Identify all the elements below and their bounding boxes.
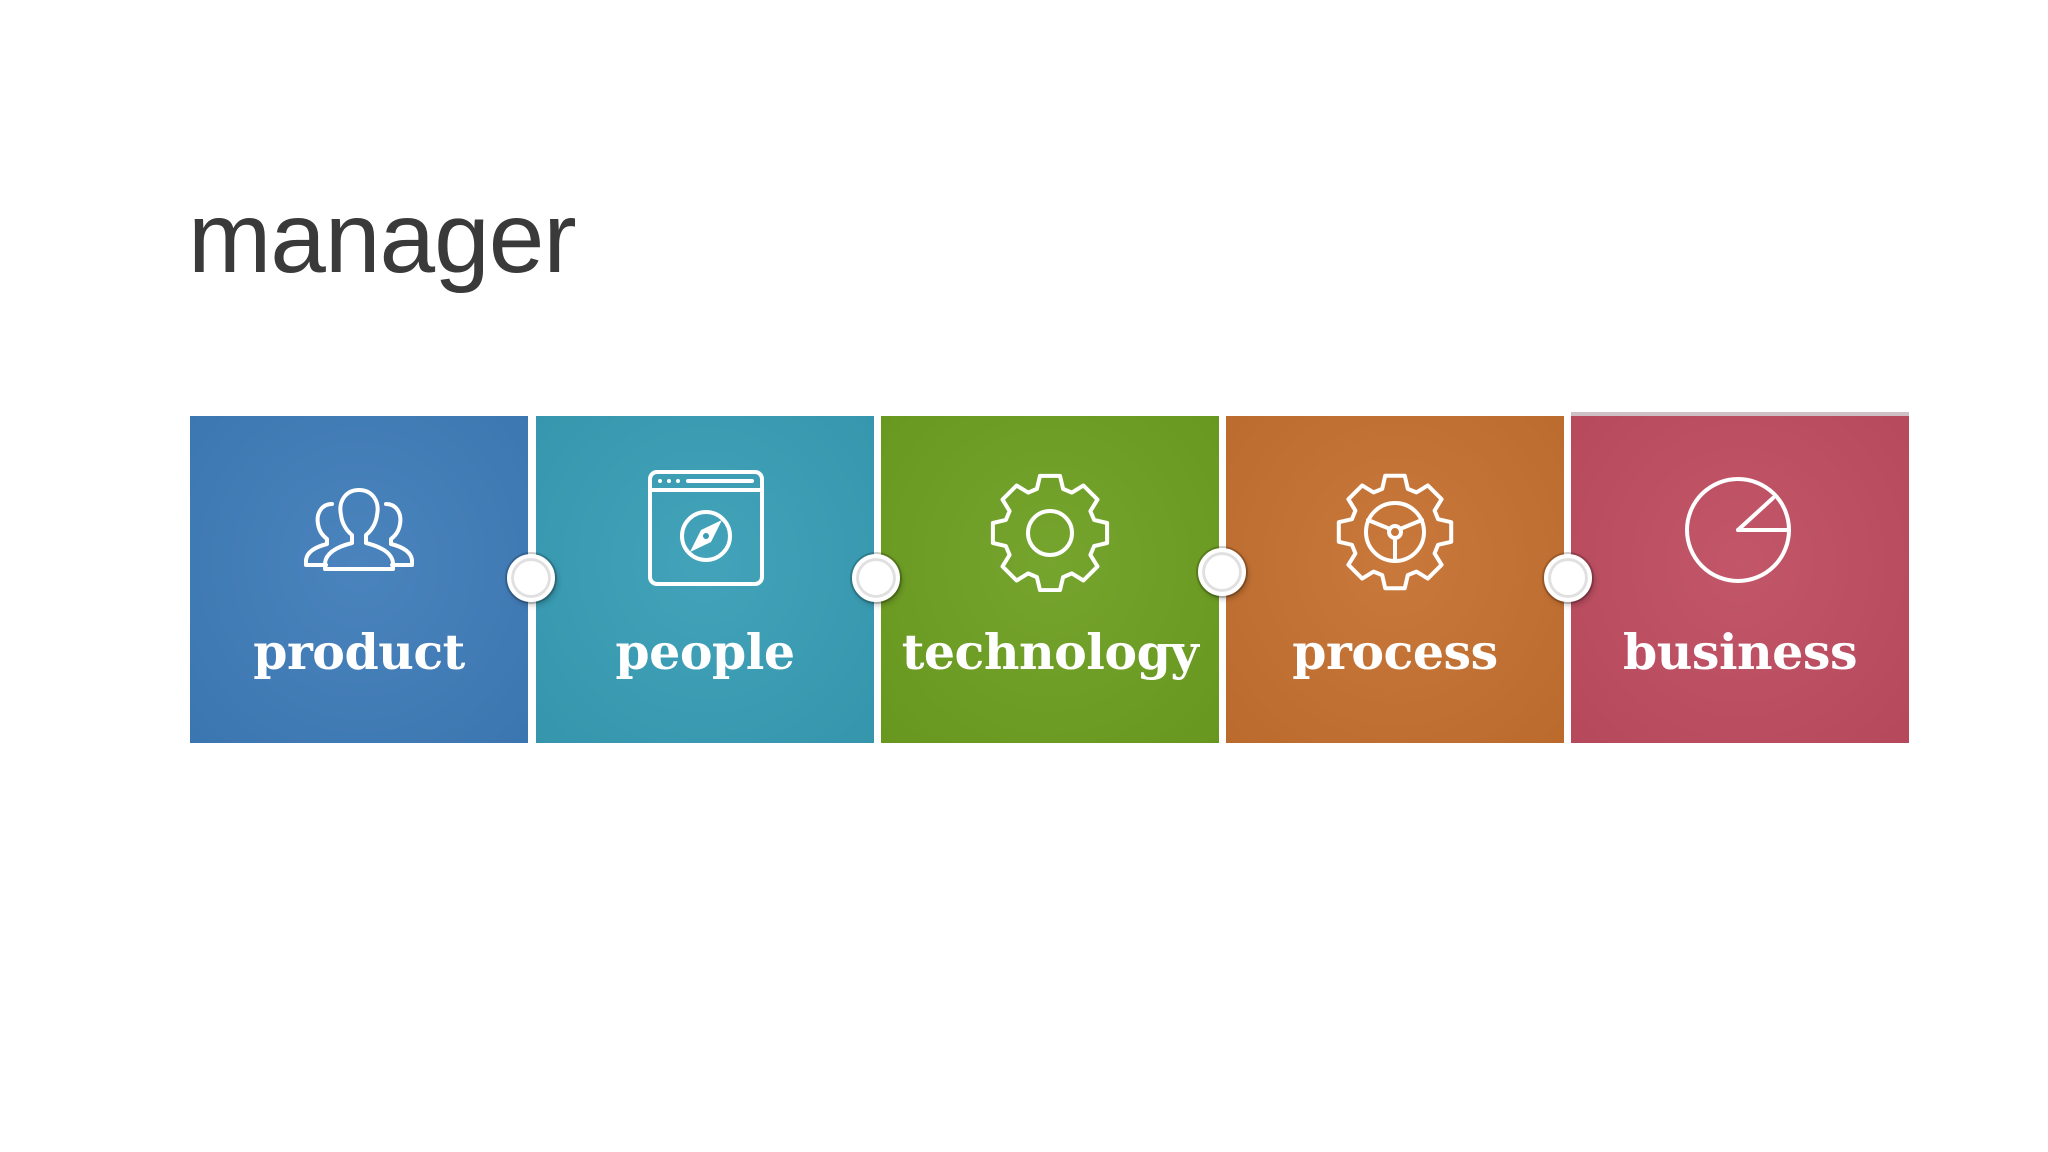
tile-label: product xyxy=(253,623,465,681)
tile-label: people xyxy=(615,623,795,681)
connector-node xyxy=(1544,554,1592,602)
tile-product: product xyxy=(190,416,528,743)
users-icon xyxy=(294,462,424,592)
gear-icon xyxy=(985,462,1115,592)
tile-label: technology xyxy=(901,623,1199,681)
browser-compass-icon xyxy=(640,462,770,592)
tile-business: business xyxy=(1571,412,1909,743)
tile-label: process xyxy=(1292,623,1498,681)
tile-process: process xyxy=(1226,416,1564,743)
connector-node xyxy=(852,554,900,602)
tile-people: people xyxy=(536,416,874,743)
pie-chart-icon xyxy=(1675,462,1805,592)
tile-label: business xyxy=(1622,623,1858,681)
tile-technology: technology xyxy=(881,416,1219,743)
connector-node xyxy=(507,554,555,602)
connector-node xyxy=(1198,548,1246,596)
gear-wheel-icon xyxy=(1330,462,1460,592)
slide-title: manager xyxy=(188,182,577,294)
